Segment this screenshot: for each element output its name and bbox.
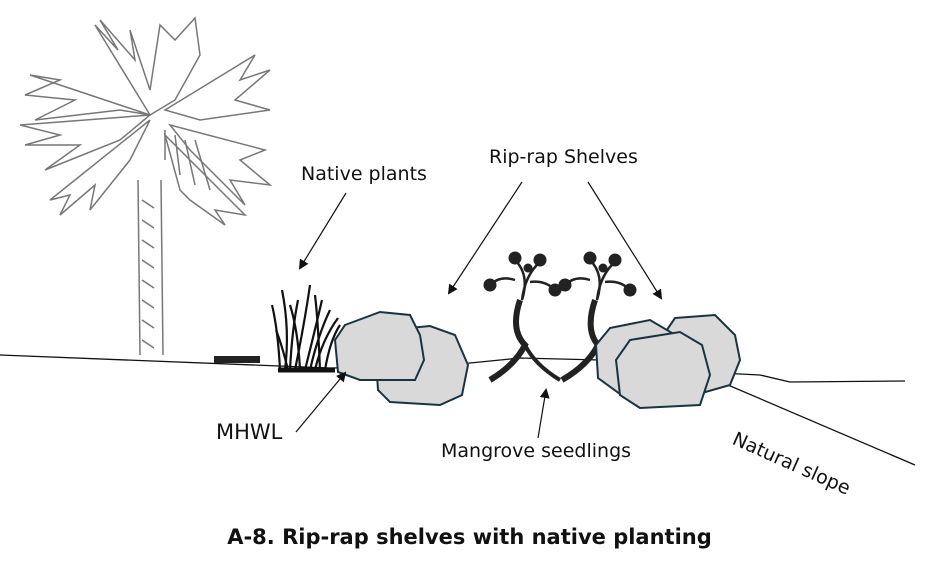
native-grass	[270, 284, 341, 373]
natural-slope-line	[727, 384, 916, 466]
riprap-rocks-left	[333, 310, 470, 407]
arrow-riprap-right	[587, 181, 663, 300]
label-mangrove-seedlings: Mangrove seedlings	[441, 440, 632, 462]
edging-strip	[214, 356, 260, 363]
riprap-rocks-right	[594, 313, 742, 410]
label-mhwl: MHWL	[216, 420, 283, 444]
palm-tree	[19, 16, 273, 356]
arrow-mangrove	[537, 388, 550, 439]
label-riprap-shelves: Rip-rap Shelves	[489, 146, 638, 168]
figure-caption: A-8. Rip-rap shelves with native plantin…	[227, 525, 712, 549]
arrow-riprap-left	[447, 181, 523, 295]
label-native-plants: Native plants	[301, 163, 427, 185]
arrow-native-plants	[298, 192, 347, 270]
arrow-mhwl	[295, 371, 347, 433]
